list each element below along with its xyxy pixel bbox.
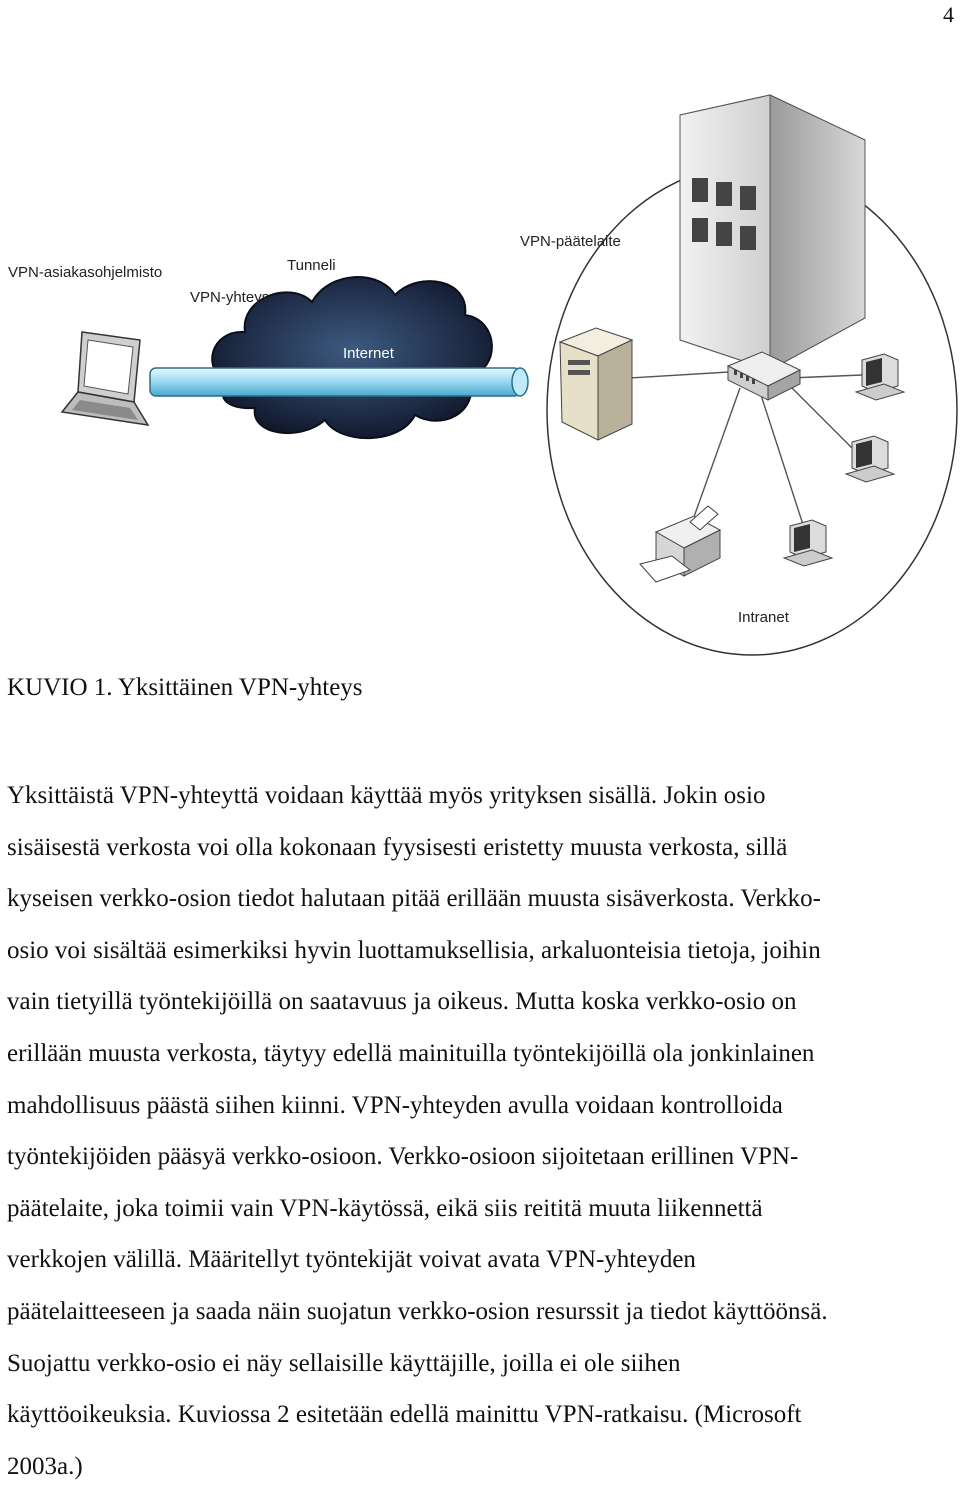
text-line: kyseisen verkko-osion tiedot halutaan pi… — [7, 885, 821, 913]
figure-caption: KUVIO 1. Yksittäinen VPN-yhteys — [7, 674, 363, 701]
text-line: päätelaitteeseen ja saada näin suojatun … — [7, 1297, 828, 1325]
text-line: päätelaite, joka toimii vain VPN-käytöss… — [7, 1194, 763, 1222]
internet-cloud-icon: Internet — [211, 276, 493, 440]
office-building-icon — [679, 94, 866, 371]
text-line: erillään muusta verkosta, täytyy edellä … — [7, 1039, 815, 1067]
tunnel-label: Tunneli — [287, 257, 336, 274]
vpn-diagram-svg: Internet — [8, 94, 958, 656]
page-number: 4 — [943, 2, 954, 27]
text-line: käyttöoikeuksia. Kuviossa 2 esitetään ed… — [7, 1401, 802, 1429]
text-line: Yksittäistä VPN-yhteyttä voidaan käyttää… — [7, 782, 766, 809]
text-line: verkkojen välillä. Määritellyt työntekij… — [7, 1246, 696, 1274]
client-software-label: VPN-asiakasohjelmisto — [8, 264, 162, 281]
vpn-tunnel-pipe — [149, 367, 529, 397]
vpn-terminal-label: VPN-päätelaite — [520, 233, 621, 250]
workstation-icon — [854, 353, 906, 401]
text-line: vain tietyillä työntekijöillä on saatavu… — [7, 988, 797, 1016]
text-line: Suojattu verkko-osio ei näy sellaisille … — [7, 1349, 681, 1377]
vpn-terminal-server-icon — [558, 327, 634, 441]
vpn-connection-label: VPN-yhteys — [190, 289, 269, 306]
printer-icon — [639, 505, 722, 583]
workstation-icon — [844, 435, 896, 483]
laptop-icon — [60, 331, 150, 426]
network-links — [595, 369, 863, 541]
text-line: mahdollisuus päästä siihen kiinni. VPN-y… — [7, 1091, 783, 1119]
internet-label: Internet — [343, 345, 395, 362]
workstation-icon — [782, 519, 834, 567]
network-switch-icon — [726, 351, 802, 401]
text-line: työntekijöiden pääsyä verkko-osioon. Ver… — [7, 1143, 799, 1171]
text-line: sisäisestä verkosta voi olla kokonaan fy… — [7, 833, 788, 861]
body-paragraph: Yksittäistä VPN-yhteyttä voidaan käyttää… — [7, 770, 951, 1492]
vpn-diagram: Internet — [0, 70, 960, 670]
intranet-label: Intranet — [738, 609, 790, 626]
text-line: 2003a.) — [7, 1452, 83, 1480]
text-line: osio voi sisältää esimerkiksi hyvin luot… — [7, 936, 821, 964]
